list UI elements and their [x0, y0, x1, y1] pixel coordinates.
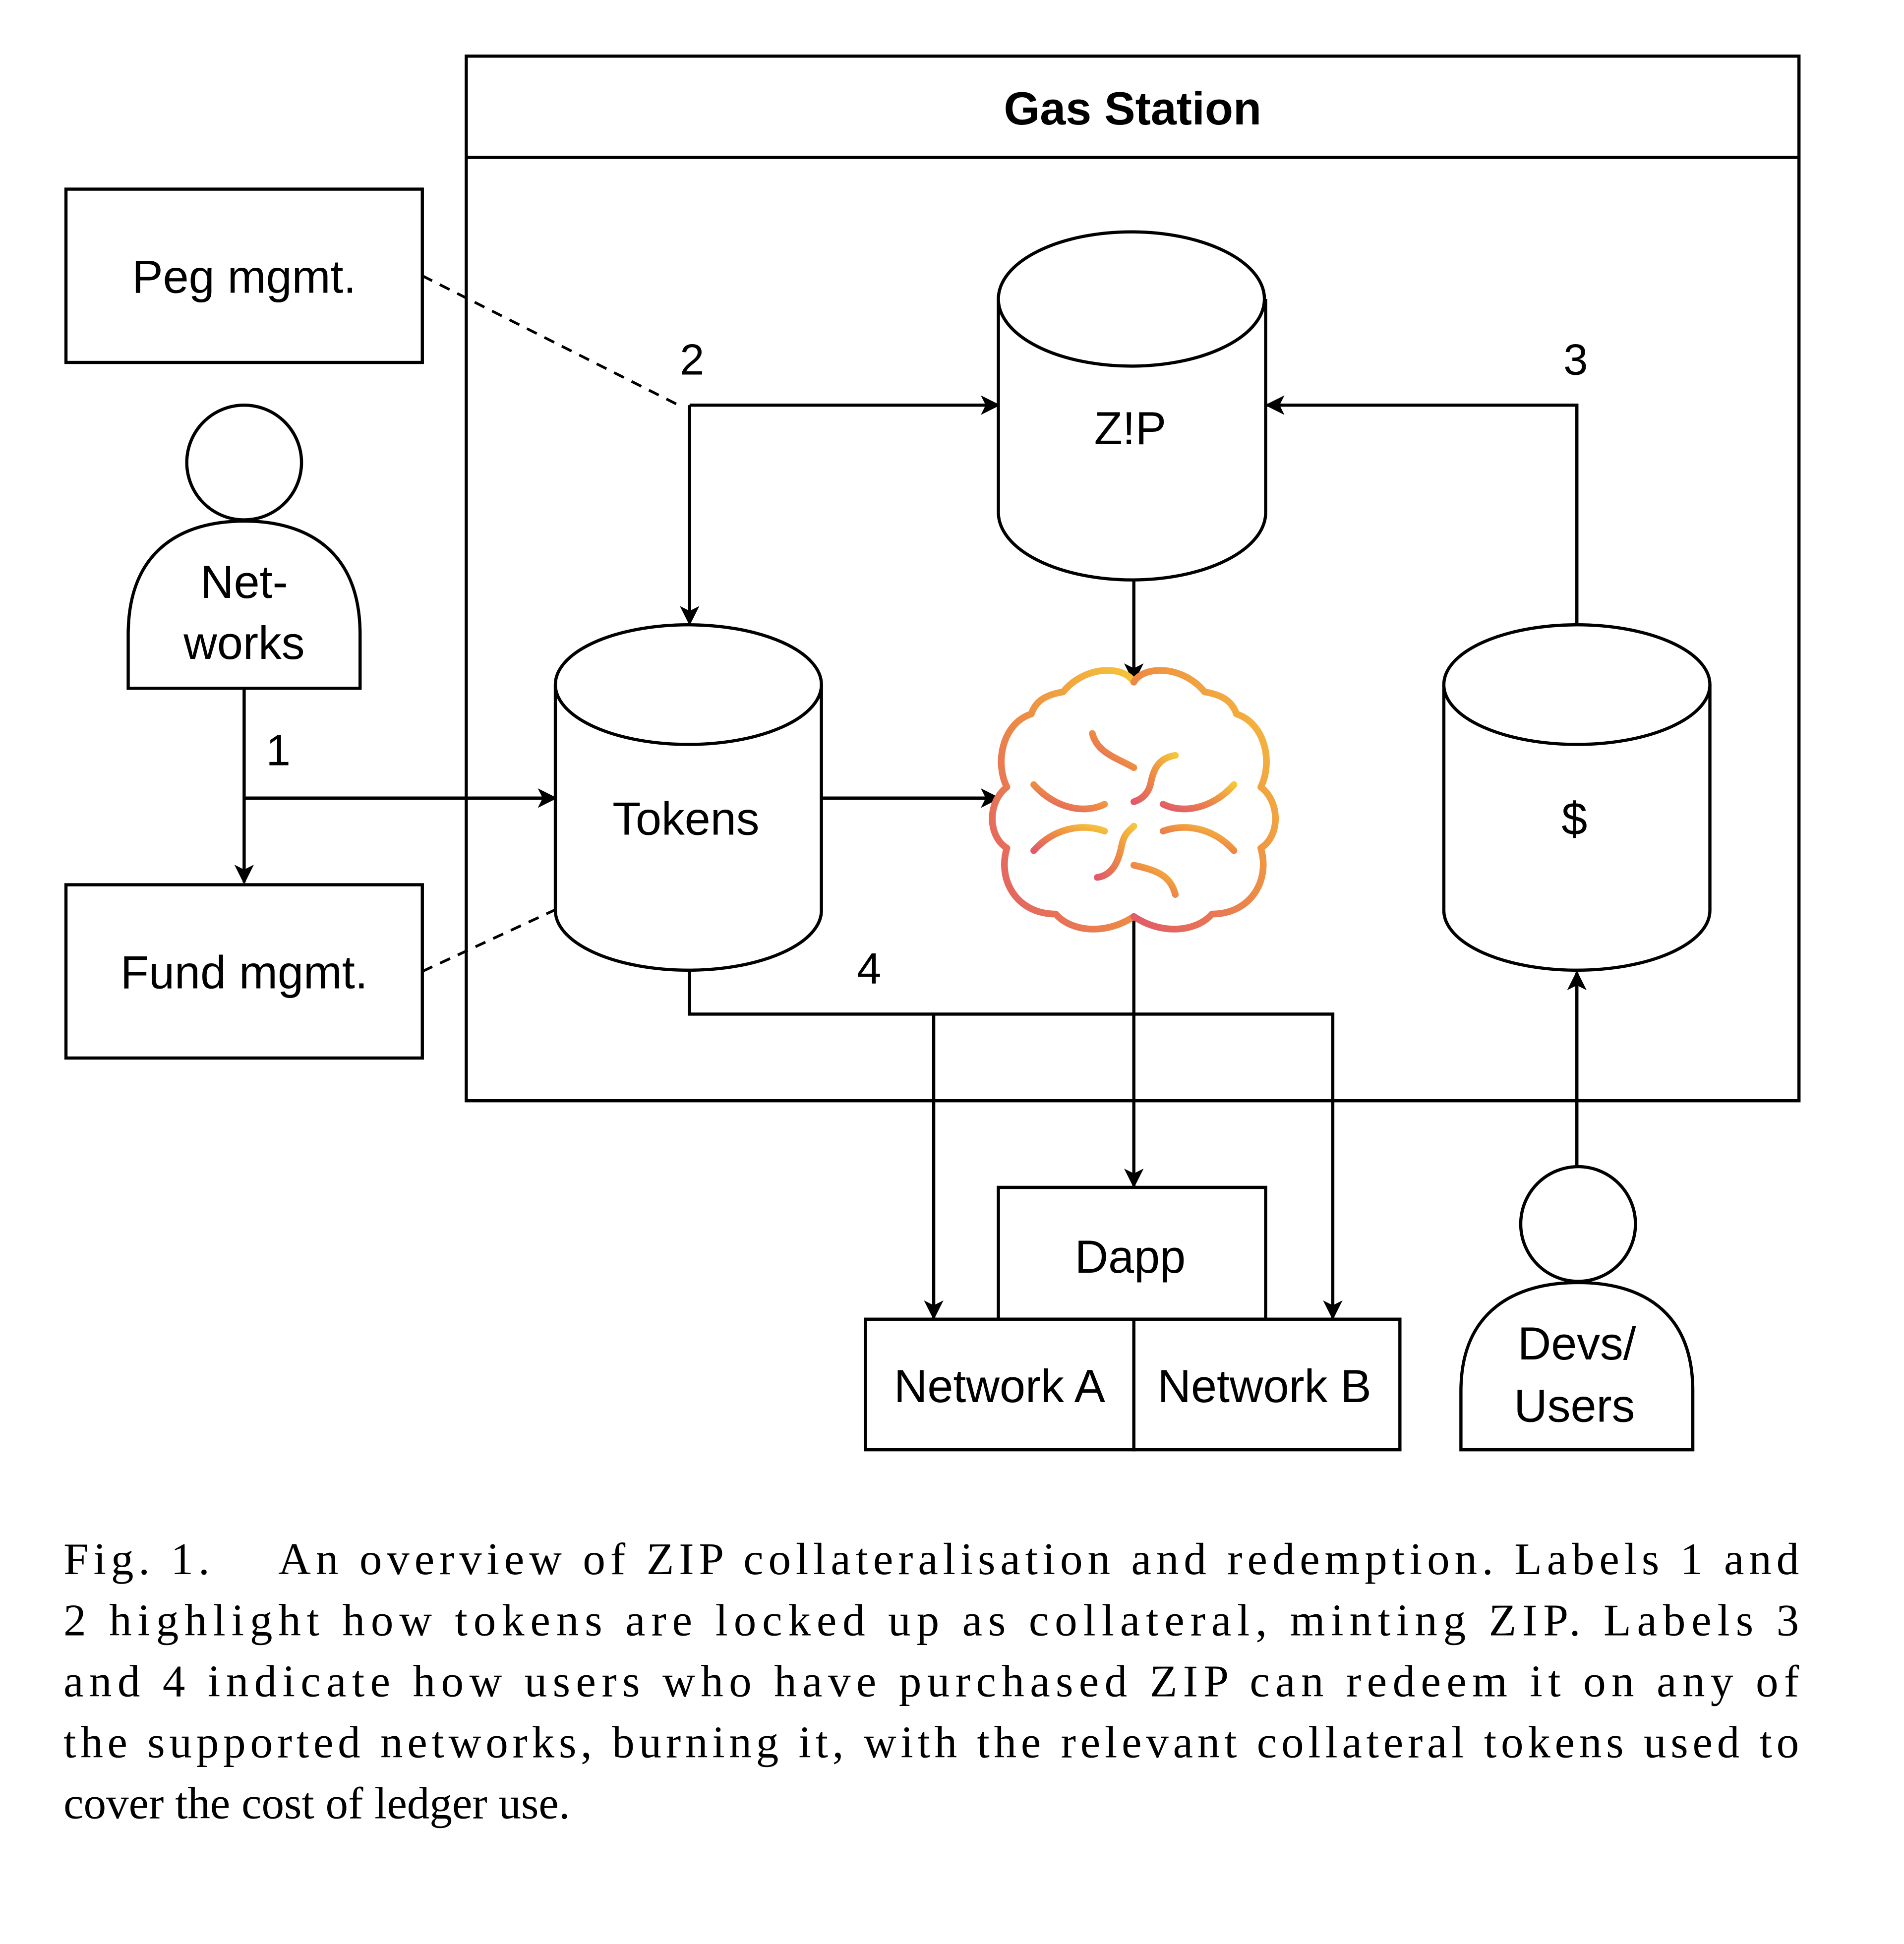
network-a-label: Network A	[894, 1360, 1106, 1412]
zip-label: Z!P	[1094, 402, 1166, 454]
tokens-label: Tokens	[612, 793, 759, 845]
arrow-tokens-to-network-b	[688, 970, 1343, 1320]
devs-users-label-line1: Devs/	[1518, 1317, 1636, 1369]
networks-actor-label-line1: Net-	[200, 556, 288, 608]
network-b-label: Network B	[1157, 1360, 1371, 1412]
devs-users-label-line2: Users	[1514, 1380, 1635, 1432]
peg-dashed-link	[421, 274, 679, 407]
step-label-3: 3	[1563, 335, 1588, 384]
step-label-1: 1	[266, 725, 291, 774]
caption-line-2: 2 highlight how tokens are locked up as …	[63, 1595, 1799, 1645]
zip-cylinder-top	[997, 230, 1266, 368]
dapp-box	[997, 1185, 1267, 1321]
network-b-box	[1132, 1317, 1402, 1452]
usd-cylinder-top	[1442, 623, 1712, 746]
network-a-box	[864, 1317, 1135, 1452]
network-b-node: Network B	[1132, 1317, 1402, 1452]
networks-actor: Net- works	[126, 403, 362, 690]
dapp-node: Dapp	[997, 1185, 1267, 1321]
peg-mgmt-label: Peg mgmt.	[132, 251, 356, 303]
peg-mgmt-box	[64, 187, 424, 364]
step-label-4: 4	[857, 944, 881, 993]
figure-caption: Fig. 1. An overview of ZIP collateralisa…	[63, 1534, 1799, 1828]
devs-users-actor-body	[1459, 1281, 1695, 1452]
fund-mgmt-label: Fund mgmt.	[120, 946, 368, 999]
networks-actor-body	[126, 519, 362, 690]
networks-actor-head	[185, 403, 303, 522]
usd-label: $	[1561, 793, 1587, 845]
arrow-usd-to-zip	[1265, 395, 1579, 625]
caption-line-4: the supported networks, burning it, with…	[63, 1717, 1799, 1767]
zip-cylinder-body	[997, 299, 1267, 582]
caption-line-5: cover the cost of ledger use.	[63, 1778, 570, 1828]
devs-users-actor: Devs/ Users	[1459, 1165, 1695, 1452]
brain-icon	[989, 667, 1279, 933]
devs-users-actor-head	[1519, 1165, 1637, 1283]
networks-actor-label-line2: works	[183, 617, 304, 669]
tokens-store: Tokens	[553, 623, 823, 972]
tokens-cylinder-body	[553, 684, 823, 972]
usd-cylinder-body	[1442, 684, 1712, 972]
network-a-node: Network A	[864, 1317, 1135, 1452]
dapp-label: Dapp	[1075, 1231, 1186, 1283]
connectors	[234, 274, 1587, 1320]
fund-dashed-link	[421, 908, 557, 973]
fund-mgmt-node: Fund mgmt.	[64, 883, 424, 1060]
caption-line-3: and 4 indicate how users who have purcha…	[63, 1656, 1799, 1706]
usd-store: $	[1442, 623, 1712, 972]
caption-line-1: Fig. 1. An overview of ZIP collateralisa…	[63, 1534, 1799, 1584]
fund-mgmt-box	[64, 883, 424, 1060]
step-label-2: 2	[680, 335, 704, 384]
peg-mgmt-node: Peg mgmt.	[64, 187, 424, 364]
gas-station-title: Gas Station	[1004, 82, 1261, 134]
tokens-cylinder-top	[553, 623, 823, 746]
zip-store: Z!P	[997, 230, 1267, 582]
